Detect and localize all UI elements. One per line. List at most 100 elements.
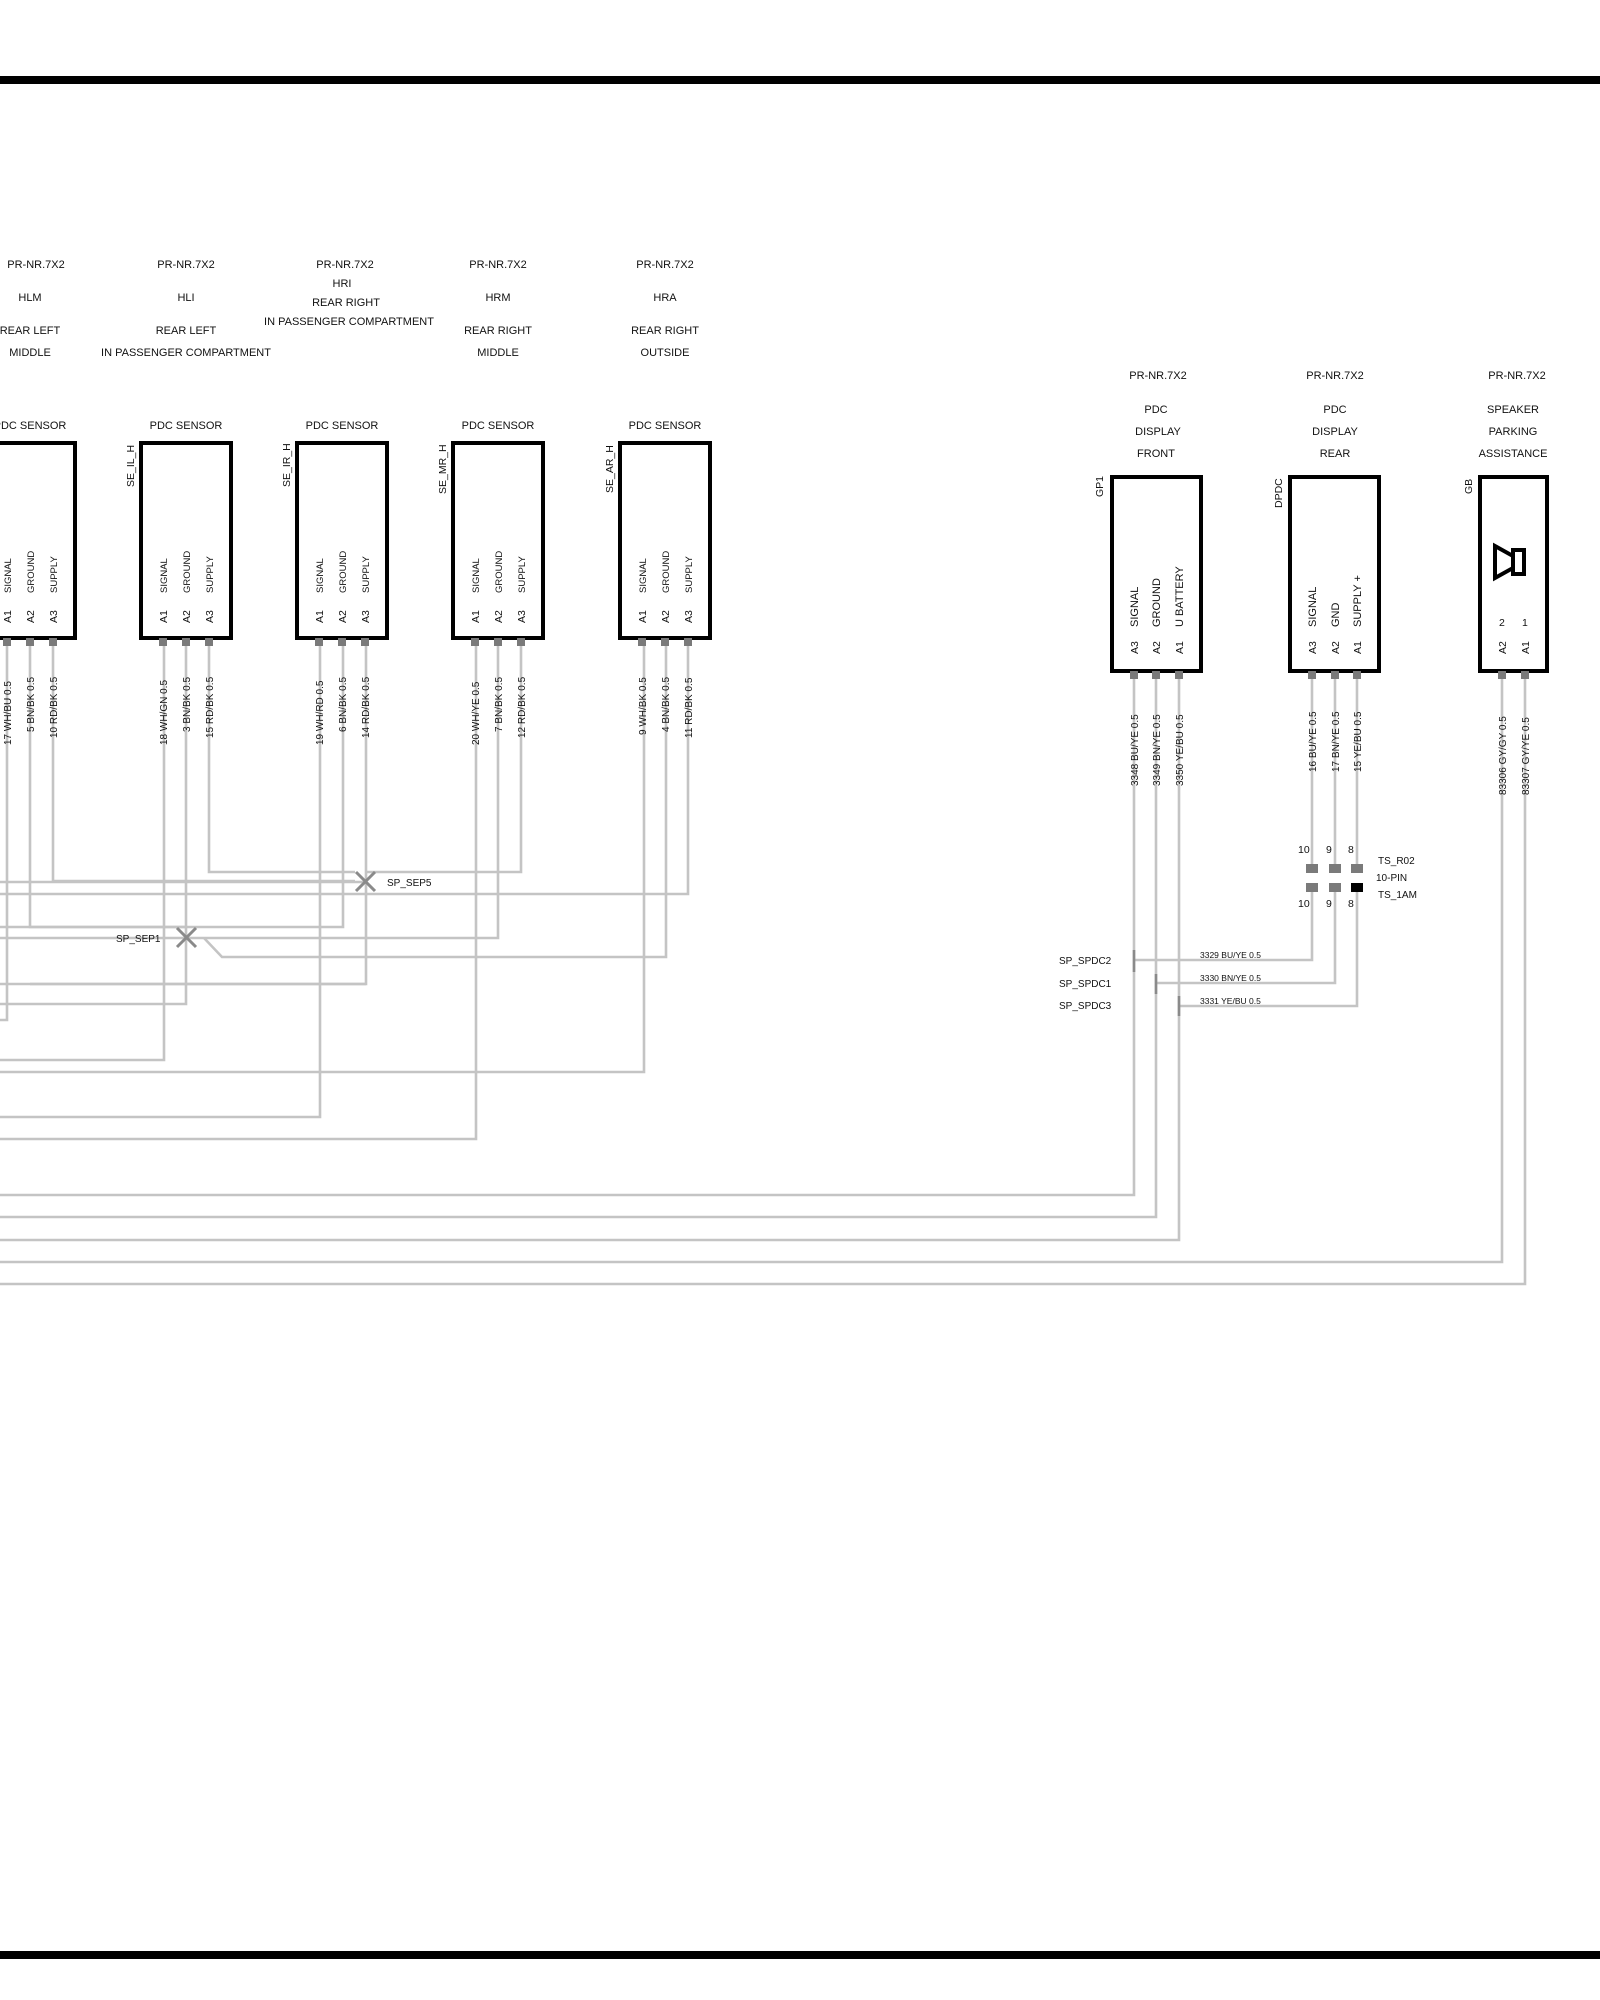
sensor-code: HLM bbox=[18, 292, 41, 304]
display-pin-1: A3 bbox=[1307, 641, 1319, 654]
speaker-wire-1: 83306 GY/GY 0.5 bbox=[1498, 716, 1509, 795]
splice-wire-3329: 3329 BU/YE 0.5 bbox=[1200, 950, 1261, 960]
speaker-pinnum-1: 2 bbox=[1499, 617, 1505, 629]
connector-label-top: TS_R02 bbox=[1378, 856, 1415, 867]
sensor-pin-3: A3 bbox=[360, 610, 372, 623]
connector-label-bottom: TS_1AM bbox=[1378, 890, 1417, 901]
display-pinname-3: SUPPLY + bbox=[1352, 575, 1364, 627]
sensor-pr: PR-NR.7X2 bbox=[316, 259, 373, 271]
sensor-pinname-2: GROUND bbox=[338, 551, 349, 593]
display-wire-1: 16 BU/YE 0.5 bbox=[1308, 711, 1319, 772]
sensor-wire-1: 9 WH/BK 0.5 bbox=[638, 677, 649, 735]
display-pinname-1: SIGNAL bbox=[1307, 587, 1319, 627]
speaker-wire-2: 83307 GY/YE 0.5 bbox=[1521, 717, 1532, 795]
sensor-hra: PR-NR.7X2 HRA REAR RIGHT OUTSIDE PDC SEN… bbox=[604, 259, 712, 738]
speaker-line2: PARKING bbox=[1489, 426, 1538, 438]
sensor-pinname-3: SUPPLY bbox=[684, 556, 695, 593]
speaker-icon bbox=[1493, 542, 1526, 582]
sensor-wire-1: 19 WH/RD 0.5 bbox=[315, 680, 326, 745]
display-wire-3: 15 YE/BU 0.5 bbox=[1353, 711, 1364, 772]
wire-hrm-supply bbox=[366, 642, 523, 874]
sensor-hrm: PR-NR.7X2 HRM REAR RIGHT MIDDLE PDC SENS… bbox=[437, 259, 545, 745]
connector-pin-top-10: 10 bbox=[1298, 844, 1310, 856]
sensor-title: PDC SENSOR bbox=[629, 420, 702, 432]
sensor-pin-2: A2 bbox=[660, 610, 672, 623]
sensor-pinname-3: SUPPLY bbox=[361, 556, 372, 593]
sensor-title: PDC SENSOR bbox=[150, 420, 223, 432]
wire-hrm-ground bbox=[183, 642, 500, 940]
splice-wire-3331: 3331 YE/BU 0.5 bbox=[1200, 996, 1261, 1006]
connector-pin-top-8: 8 bbox=[1348, 844, 1354, 856]
sensor-box bbox=[295, 441, 389, 640]
display-line1: PDC bbox=[1144, 404, 1167, 416]
sensor-pr: PR-NR.7X2 bbox=[636, 259, 693, 271]
sensor-pinname-1: SIGNAL bbox=[471, 558, 482, 593]
display-line1: PDC bbox=[1323, 404, 1346, 416]
sensor-tag: SE_AR_H bbox=[604, 445, 616, 493]
display-wire-1: 3348 BU/YE 0.5 bbox=[1130, 714, 1141, 786]
display-box bbox=[1288, 475, 1381, 673]
display-pinname-1: SIGNAL bbox=[1129, 587, 1141, 627]
wire-3331 bbox=[1179, 890, 1359, 1008]
wire-gb-a2 bbox=[0, 675, 1504, 1264]
speaker-parking-assistance: PR-NR.7X2 SPEAKER PARKING ASSISTANCE GB … bbox=[1463, 370, 1549, 795]
connector-ts-r02: 10 9 8 10 9 8 TS_R02 10-PIN TS_1AM bbox=[1298, 844, 1417, 910]
sensor-box bbox=[0, 441, 77, 640]
wire-gb-a1 bbox=[0, 675, 1527, 1286]
display-line3: FRONT bbox=[1137, 448, 1175, 460]
sensor-loc2: IN PASSENGER COMPARTMENT bbox=[101, 347, 271, 359]
splice-label-sep5: SP_SEP5 bbox=[387, 878, 432, 889]
sensor-code: HRA bbox=[653, 292, 677, 304]
wire-hra-supply bbox=[366, 642, 690, 896]
sensor-hli: PR-NR.7X2 HLI REAR LEFT IN PASSENGER COM… bbox=[101, 259, 271, 745]
sensor-loc2: MIDDLE bbox=[477, 347, 519, 359]
sensor-pin-3: A3 bbox=[683, 610, 695, 623]
display-tag: DPDC bbox=[1273, 478, 1285, 508]
sensor-loc1: REAR LEFT bbox=[156, 325, 217, 337]
sensor-pin-2: A2 bbox=[337, 610, 349, 623]
sensor-pinname-1: SIGNAL bbox=[159, 558, 170, 593]
display-wire-3: 3350 YE/BU 0.5 bbox=[1175, 714, 1186, 786]
speaker-line3: ASSISTANCE bbox=[1479, 448, 1548, 460]
sensor-pin-1: A1 bbox=[314, 610, 326, 623]
sensor-loc1: REAR RIGHT bbox=[312, 297, 380, 309]
speaker-line1: SPEAKER bbox=[1487, 404, 1539, 416]
sensor-title: PDC SENSOR bbox=[462, 420, 535, 432]
display-line3: REAR bbox=[1320, 448, 1351, 460]
connector-label-mid: 10-PIN bbox=[1376, 873, 1407, 884]
sensor-title: PDC SENSOR bbox=[306, 420, 379, 432]
display-line2: DISPLAY bbox=[1135, 426, 1181, 438]
display-pr: PR-NR.7X2 bbox=[1306, 370, 1363, 382]
display-line2: DISPLAY bbox=[1312, 426, 1358, 438]
sensor-pin-1: A1 bbox=[637, 610, 649, 623]
splice-label-sep1: SP_SEP1 bbox=[116, 934, 161, 945]
display-pin-3: A1 bbox=[1352, 641, 1364, 654]
sensor-pinname-1: SIGNAL bbox=[3, 558, 14, 593]
sensor-wire-1: 18 WH/GN 0.5 bbox=[159, 680, 170, 745]
sensor-wire-3: 14 RD/BK 0.5 bbox=[361, 676, 372, 738]
sensor-code: HRM bbox=[485, 292, 510, 304]
sensor-pinname-3: SUPPLY bbox=[49, 556, 60, 593]
display-front-gp1: PR-NR.7X2 PDC DISPLAY FRONT GP1 SIGNAL G… bbox=[1094, 370, 1203, 786]
sensor-box bbox=[451, 441, 545, 640]
display-pr: PR-NR.7X2 bbox=[1129, 370, 1186, 382]
sensor-wire-1: 17 WH/BU 0.5 bbox=[3, 681, 14, 745]
sensor-wire-1: 20 WH/YE 0.5 bbox=[471, 681, 482, 745]
speaker-pin-2: A1 bbox=[1520, 641, 1532, 654]
sensor-wire-3: 12 RD/BK 0.5 bbox=[517, 676, 528, 738]
sensor-code: HLI bbox=[177, 292, 194, 304]
display-rear-dpdc: PR-NR.7X2 PDC DISPLAY REAR DPDC SIGNAL G… bbox=[1273, 370, 1381, 772]
splice-wire-3330: 3330 BN/YE 0.5 bbox=[1200, 973, 1261, 983]
sensor-loc1: REAR LEFT bbox=[0, 325, 61, 337]
sensor-pin-2: A2 bbox=[493, 610, 505, 623]
sensor-code: HRI bbox=[333, 278, 352, 290]
sensor-pinname-2: GROUND bbox=[182, 551, 193, 593]
sensor-wire-3: 10 RD/BK 0.5 bbox=[49, 676, 60, 738]
sensor-wire-2: 5 BN/BK 0.5 bbox=[26, 677, 37, 732]
wire-hra-signal bbox=[0, 642, 646, 1074]
wire-hri-signal bbox=[0, 642, 322, 1119]
splice-label-spdc1: SP_SPDC1 bbox=[1059, 979, 1112, 990]
sensor-wire-3: 15 RD/BK 0.5 bbox=[205, 676, 216, 738]
wire-hri-ground bbox=[183, 642, 345, 929]
wire-hli-ground bbox=[0, 642, 188, 1006]
